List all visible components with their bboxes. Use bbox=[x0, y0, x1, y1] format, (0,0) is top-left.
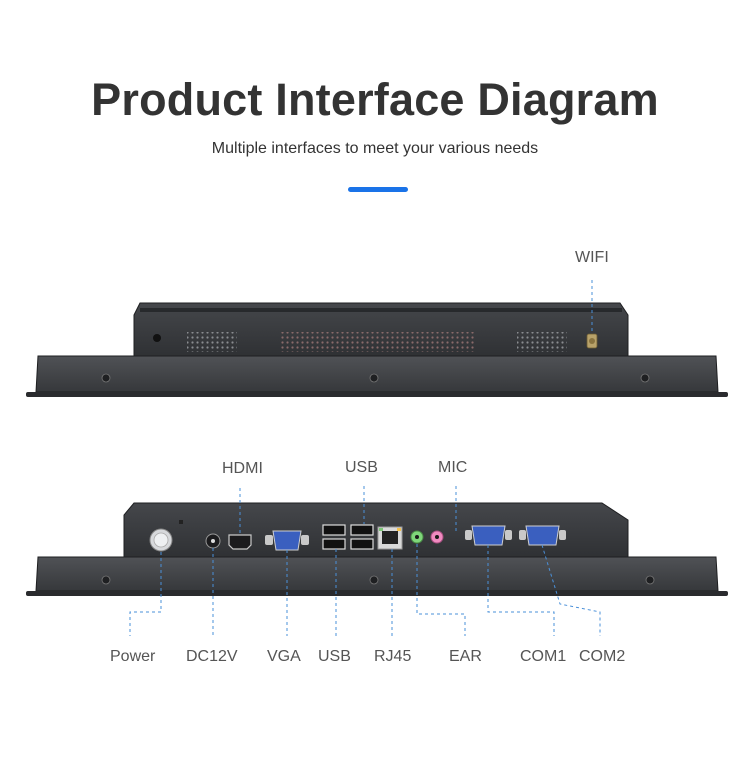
label-com1: COM1 bbox=[520, 648, 567, 665]
usb-port-stack-2 bbox=[350, 524, 374, 550]
com1-leader-line bbox=[487, 545, 555, 636]
label-usb-top: USB bbox=[345, 459, 378, 476]
ear-leader-line bbox=[416, 544, 466, 636]
dc12v-port bbox=[205, 533, 221, 549]
device-top-view bbox=[26, 302, 728, 397]
com2-port bbox=[519, 525, 566, 546]
label-rj45: RJ45 bbox=[374, 648, 412, 665]
com2-leader-line bbox=[541, 544, 601, 636]
rj45-port bbox=[377, 526, 403, 550]
label-dc12v: DC12V bbox=[186, 648, 238, 665]
usb-port-stack-1 bbox=[322, 524, 346, 550]
hdmi-port bbox=[228, 534, 252, 550]
title-accent-bar bbox=[348, 187, 408, 192]
label-com2: COM2 bbox=[579, 648, 626, 665]
label-mic: MIC bbox=[438, 459, 468, 476]
leader-lines bbox=[129, 486, 601, 636]
wifi-antenna bbox=[586, 333, 598, 349]
label-hdmi: HDMI bbox=[222, 460, 263, 477]
page-subtitle: Multiple interfaces to meet your various… bbox=[211, 140, 539, 157]
label-power: Power bbox=[110, 648, 156, 665]
power-button bbox=[149, 528, 173, 552]
label-usb-bottom: USB bbox=[318, 648, 351, 665]
vga-port bbox=[265, 530, 309, 551]
power-leader-line bbox=[129, 552, 162, 636]
label-ear: EAR bbox=[449, 648, 482, 665]
label-vga: VGA bbox=[267, 648, 301, 665]
label-wifi: WIFI bbox=[575, 249, 609, 266]
page-title: Product Interface Diagram bbox=[91, 74, 659, 125]
com1-port bbox=[465, 525, 512, 546]
ear-jack bbox=[410, 530, 424, 544]
mic-jack bbox=[430, 530, 444, 544]
device-rear-view bbox=[26, 502, 728, 596]
